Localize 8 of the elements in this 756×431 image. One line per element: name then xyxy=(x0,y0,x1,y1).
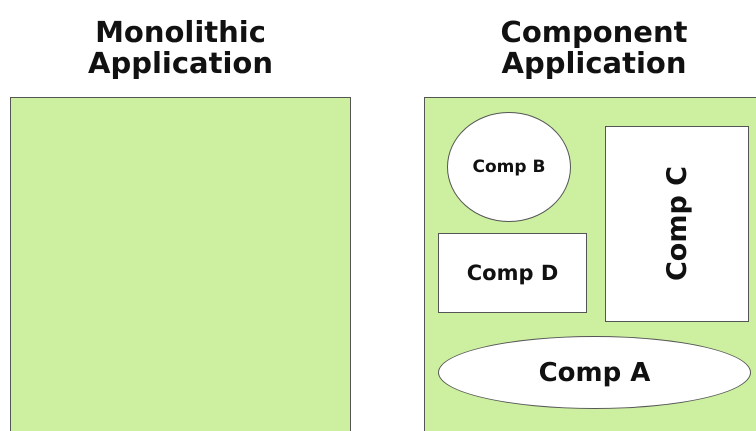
component-label: Comp D xyxy=(466,261,558,285)
panel-heading: Component Application xyxy=(500,14,688,82)
component-label: Comp B xyxy=(472,157,546,177)
component-label: Comp A xyxy=(538,358,650,388)
panel-heading: Monolithic Application xyxy=(87,14,274,82)
component-box xyxy=(605,126,749,322)
component-label: Comp C xyxy=(662,166,692,282)
component-box xyxy=(438,233,587,313)
